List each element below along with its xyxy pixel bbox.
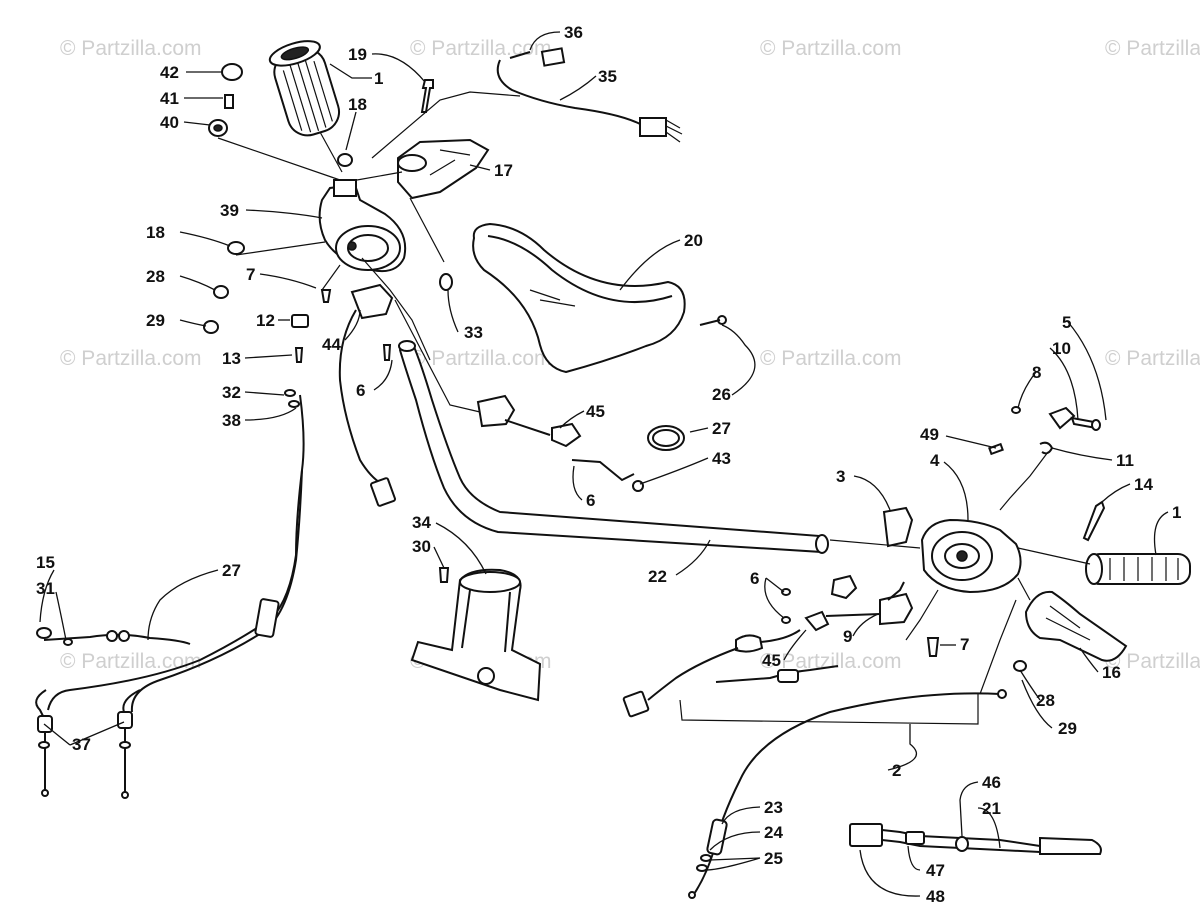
mounting-bracket-drawing — [410, 567, 542, 702]
label-21: 21 — [982, 799, 1001, 818]
right-switch-housing-drawing — [920, 518, 1022, 594]
label-5: 5 — [1062, 313, 1071, 332]
label-38: 38 — [222, 411, 241, 430]
label-33: 33 — [464, 323, 483, 342]
label-42: 42 — [160, 63, 179, 82]
label-20: 20 — [684, 231, 703, 250]
label-36: 36 — [564, 23, 583, 42]
label-13: 13 — [222, 349, 241, 368]
part-drawings — [35, 40, 1191, 899]
watermark-9: © Partzilla.com — [60, 650, 202, 673]
label-29-left: 29 — [146, 311, 165, 330]
label-27-left: 27 — [222, 561, 241, 580]
throttle-lever-drawing — [397, 138, 490, 200]
watermark-8: © Partzilla.com — [1105, 347, 1200, 370]
label-34: 34 — [412, 513, 431, 532]
hand-guard-drawing — [472, 222, 727, 374]
left-switch-drawing — [338, 283, 396, 507]
label-1-right: 1 — [1172, 503, 1181, 522]
heater-wire-drawing — [849, 823, 1102, 855]
assembly-guide-lines — [217, 91, 1091, 725]
watermark-2: © Partzilla.com — [410, 37, 552, 60]
label-7-right: 7 — [960, 635, 969, 654]
right-fasteners-drawing — [988, 406, 1101, 456]
label-37: 37 — [72, 735, 91, 754]
label-44: 44 — [322, 335, 341, 354]
label-7-left: 7 — [246, 265, 255, 284]
label-28-right: 28 — [1036, 691, 1055, 710]
label-29-right: 29 — [1058, 719, 1077, 738]
label-19: 19 — [348, 45, 367, 64]
label-40: 40 — [160, 113, 179, 132]
label-23: 23 — [764, 798, 783, 817]
right-grip-drawing — [1082, 500, 1191, 585]
label-48: 48 — [926, 887, 945, 906]
watermark-5: © Partzilla.com — [60, 347, 202, 370]
label-30: 30 — [412, 537, 431, 556]
label-3: 3 — [836, 467, 845, 486]
label-15: 15 — [36, 553, 55, 572]
leader-lines — [39, 31, 1169, 897]
label-24: 24 — [764, 823, 783, 842]
label-46: 46 — [982, 773, 1001, 792]
left-grip-drawing — [268, 40, 341, 137]
left-switch-housing-drawing — [318, 179, 407, 273]
throttle-wire-drawing — [496, 47, 683, 143]
callout-labels: 42 41 40 1 19 18 36 35 17 39 18 28 7 29 … — [36, 23, 1181, 906]
label-45-right: 45 — [762, 651, 781, 670]
end-cap-drawing — [208, 63, 243, 137]
right-control-switch-drawing — [622, 506, 1027, 718]
label-8: 8 — [1032, 363, 1041, 382]
label-41: 41 — [160, 89, 179, 108]
label-25: 25 — [764, 849, 783, 868]
label-6-left: 6 — [356, 381, 365, 400]
label-47: 47 — [926, 861, 945, 880]
watermark-4: © Partzilla.com — [1105, 37, 1200, 60]
label-6-right: 6 — [750, 569, 759, 588]
left-fasteners-drawing — [203, 153, 453, 363]
label-32: 32 — [222, 383, 241, 402]
watermark-11: © Partzilla.com — [760, 650, 902, 673]
label-16: 16 — [1102, 663, 1121, 682]
label-26: 26 — [712, 385, 731, 404]
watermark-12: © Partzilla.com — [1105, 650, 1200, 673]
handlebar-drawing — [398, 340, 829, 554]
left-control-switch-drawing — [394, 299, 685, 492]
brake-lever-drawing — [1024, 590, 1128, 662]
watermark-1: © Partzilla.com — [60, 37, 202, 60]
label-12: 12 — [256, 311, 275, 330]
label-11: 11 — [1116, 451, 1134, 470]
label-17: 17 — [494, 161, 513, 180]
label-43: 43 — [712, 449, 731, 468]
label-10: 10 — [1052, 339, 1071, 358]
watermark-6: © Partzilla.com — [410, 347, 552, 370]
label-18-top: 18 — [348, 95, 367, 114]
left-cables-drawing — [35, 389, 305, 799]
label-18-left: 18 — [146, 223, 165, 242]
label-35: 35 — [598, 67, 617, 86]
label-31: 31 — [36, 579, 55, 598]
label-27-right: 27 — [712, 419, 731, 438]
label-2: 2 — [892, 761, 901, 780]
label-28-left: 28 — [146, 267, 165, 286]
label-1-left: 1 — [374, 69, 383, 88]
label-49: 49 — [920, 425, 939, 444]
label-6-mid: 6 — [586, 491, 595, 510]
label-9: 9 — [843, 627, 852, 646]
label-14: 14 — [1134, 475, 1153, 494]
right-cable-drawing — [688, 665, 1007, 899]
label-22: 22 — [648, 567, 667, 586]
label-39: 39 — [220, 201, 239, 220]
label-4: 4 — [930, 451, 940, 470]
label-45-left: 45 — [586, 402, 605, 421]
watermark-7: © Partzilla.com — [760, 347, 902, 370]
watermark-3: © Partzilla.com — [760, 37, 902, 60]
